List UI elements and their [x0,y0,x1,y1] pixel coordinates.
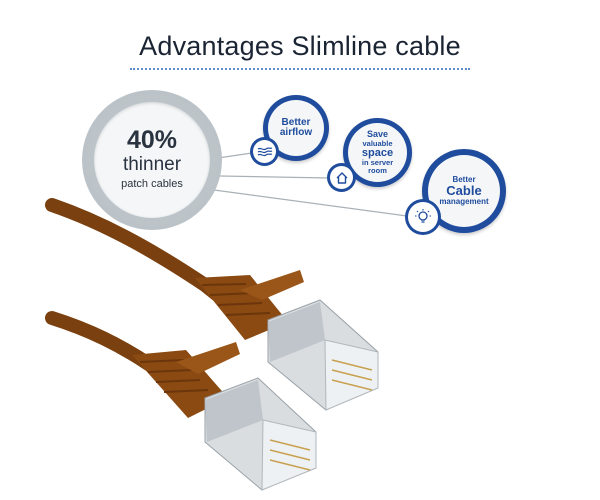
home-icon-circle [327,163,356,192]
save-space-badge-inner: Save valuable space in server room [348,123,407,182]
badge-text: Better [452,174,476,184]
boot-front-ribs [139,359,209,393]
boot-back-ribs [201,283,271,316]
badge-text: Save [366,129,389,140]
badge-text: valuable [362,138,393,148]
patch-cables-label: patch cables [121,178,183,191]
plug-back-contacts [331,359,373,391]
connector-line [213,189,408,217]
badge-text: in server [361,158,394,168]
badge-text: space [361,146,394,159]
boot-front [132,350,228,418]
badge-text: Cable [446,183,482,199]
thinner-cables-bubble-inner: 40% thinner patch cables [94,102,210,218]
plug-front-shield [205,380,263,442]
home-icon [336,171,347,184]
thinner-cables-bubble: 40% thinner patch cables [82,90,222,230]
lightbulb-icon [415,209,431,223]
latch-front [176,342,240,374]
badge-text: Better [281,116,311,128]
cable-management-badge: Better Cable management [422,149,506,233]
badge-text: management [439,196,489,206]
badge-text: room [368,165,387,175]
lightbulb-icon-circle [405,199,441,235]
airflow-icon-circle [250,137,279,166]
boot-back [195,275,288,340]
save-space-badge: Save valuable space in server room [343,118,412,187]
latch-back [240,270,304,300]
badge-text: airflow [279,127,313,138]
plug-back-shield [268,302,325,362]
percent-value: 40% [126,126,178,155]
thinner-label: thinner [122,154,182,176]
plug-front-contacts [269,439,311,471]
title-underline [130,68,470,70]
connector-line [219,175,330,179]
airflow-waves-icon [257,146,272,156]
connector-line [217,152,253,159]
page-title: Advantages Slimline cable [139,31,461,61]
